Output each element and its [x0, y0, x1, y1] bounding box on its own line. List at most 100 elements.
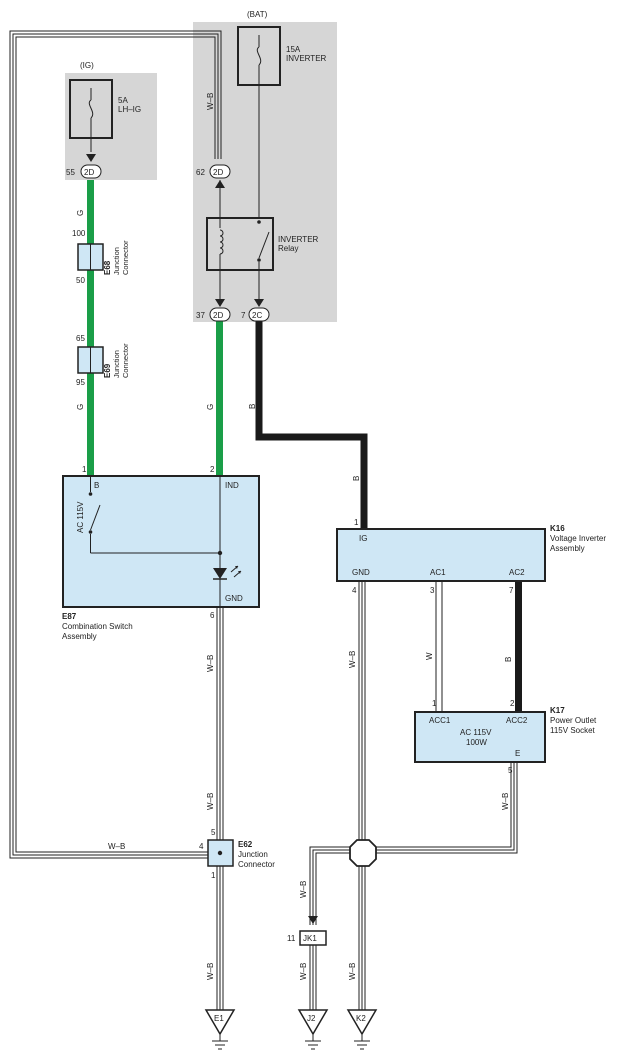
junction-connector-e62	[207, 839, 234, 867]
e87-switch-label: AC 115V	[76, 501, 85, 533]
svg-text:JK1: JK1	[303, 934, 317, 943]
ground-j2: J2	[297, 1009, 329, 1050]
k17-pin-1: 1	[432, 699, 437, 708]
pin-7-label: 7	[241, 311, 246, 320]
wire-label-b-1: B	[248, 404, 257, 409]
wire-label-g-1: G	[76, 210, 85, 216]
e87-code: E87	[62, 612, 77, 621]
svg-text:Connector: Connector	[121, 343, 130, 378]
wire-green-ig	[87, 180, 223, 476]
fuse-lh-ig-rating: 5A	[118, 96, 128, 105]
connector-2d-pin-62: 2D	[209, 164, 231, 188]
svg-text:2D: 2D	[213, 311, 223, 320]
pin-65-label: 65	[76, 334, 85, 343]
e87-pin-1: 1	[82, 465, 87, 474]
k17-terminal-acc1: ACC1	[429, 716, 451, 725]
wire-label-g-2: G	[76, 404, 85, 410]
splice-point	[349, 839, 377, 867]
pin-62-label: 62	[196, 168, 205, 177]
wire-label-wb-top: W–B	[206, 93, 215, 110]
wire-label-wb-1: W–B	[206, 655, 215, 672]
ground-e1: E1	[204, 1009, 236, 1050]
e62-name-line2: Connector	[238, 860, 275, 869]
power-outlet-k17	[414, 711, 546, 763]
k17-terminal-e: E	[515, 749, 520, 758]
wire-label-wb-9: W–B	[348, 963, 357, 980]
wire-label-b-2: B	[352, 476, 361, 481]
e62-pin-4: 4	[199, 842, 204, 851]
ground-k2: K2	[346, 1009, 378, 1050]
fuse-lh-ig	[69, 79, 113, 152]
e87-terminal-b: B	[94, 481, 99, 490]
e68-label: E68 Junction Connector	[103, 240, 130, 275]
k16-terminal-ig: IG	[359, 534, 367, 543]
k16-name-line2: Assembly	[550, 544, 585, 553]
pin-55-label: 55	[66, 168, 75, 177]
wire-wb-k17-ground	[309, 762, 518, 1010]
k16-code: K16	[550, 524, 565, 533]
fuse-inverter-name: INVERTER	[286, 54, 327, 63]
junction-connector-e69	[77, 346, 104, 374]
e62-name-line1: Junction	[238, 850, 268, 859]
combination-switch-e87	[62, 475, 260, 608]
fuse-lh-ig-name: LH–IG	[118, 105, 141, 114]
e87-name-line1: Combination Switch	[62, 622, 133, 631]
wire-black-relay-to-ig	[255, 321, 368, 529]
connector-2d-pin-37: 2D	[209, 299, 231, 322]
k17-name-line2: 115V Socket	[550, 726, 596, 735]
k16-pin-7: 7	[509, 586, 514, 595]
k17-spec-power: 100W	[466, 738, 487, 747]
wire-white-ac1	[435, 581, 443, 712]
e87-pin-2: 2	[210, 465, 215, 474]
ig-supply-label: (IG)	[80, 61, 94, 70]
k16-terminal-ac1: AC1	[430, 568, 446, 577]
relay-name-line2: Relay	[278, 244, 298, 253]
connector-2c-pin-7: 2C	[248, 299, 270, 322]
e87-name-line2: Assembly	[62, 632, 97, 641]
svg-text:2C: 2C	[252, 311, 262, 320]
pin-37-label: 37	[196, 311, 205, 320]
e87-terminal-gnd: GND	[225, 594, 243, 603]
jk1-pin-11: 11	[287, 934, 296, 943]
k17-pin-2: 2	[510, 699, 515, 708]
pin-95-label: 95	[76, 378, 85, 387]
e62-pin-1: 1	[211, 871, 216, 880]
k16-terminal-gnd: GND	[352, 568, 370, 577]
svg-text:Junction: Junction	[112, 247, 121, 275]
wire-label-wb-4: W–B	[348, 651, 357, 668]
k16-name-line1: Voltage Inverter	[550, 534, 606, 543]
k16-pin-1: 1	[354, 518, 359, 527]
wire-label-w: W	[425, 652, 434, 660]
svg-text:2D: 2D	[84, 168, 94, 177]
k17-spec-voltage: AC 115V	[460, 728, 492, 737]
k17-code: K17	[550, 706, 565, 715]
wire-label-wb-2: W–B	[206, 793, 215, 810]
k17-name-line1: Power Outlet	[550, 716, 597, 725]
wire-label-b-3: B	[504, 657, 513, 662]
e87-pin-6: 6	[210, 611, 215, 620]
svg-text:2D: 2D	[213, 168, 223, 177]
k16-pin-3: 3	[430, 586, 435, 595]
wire-wb-outer-loop	[9, 30, 222, 859]
pin-100-label: 100	[72, 229, 86, 238]
wire-label-wb-5: W–B	[501, 793, 510, 810]
e62-pin-5: 5	[211, 828, 216, 837]
k16-pin-4: 4	[352, 586, 357, 595]
junction-connector-e68	[77, 243, 104, 271]
e69-label: E69 Junction Connector	[103, 343, 130, 378]
k17-terminal-acc2: ACC2	[506, 716, 528, 725]
wire-label-wb-8: W–B	[299, 963, 308, 980]
svg-text:J2: J2	[307, 1014, 316, 1023]
wire-wb-k16-ground	[358, 581, 366, 1010]
fuse-inverter-rating: 15A	[286, 45, 301, 54]
inverter-relay	[206, 180, 274, 304]
e87-terminal-ind: IND	[225, 481, 239, 490]
k17-pin-5: 5	[508, 766, 513, 775]
svg-text:E68: E68	[103, 260, 112, 275]
connector-jk1: JK1	[299, 916, 327, 946]
wire-label-wb-7: W–B	[299, 881, 308, 898]
wire-wb-e87-ground	[216, 607, 224, 1010]
voltage-inverter-k16	[336, 528, 546, 582]
wire-label-wb-6: W–B	[108, 842, 125, 851]
